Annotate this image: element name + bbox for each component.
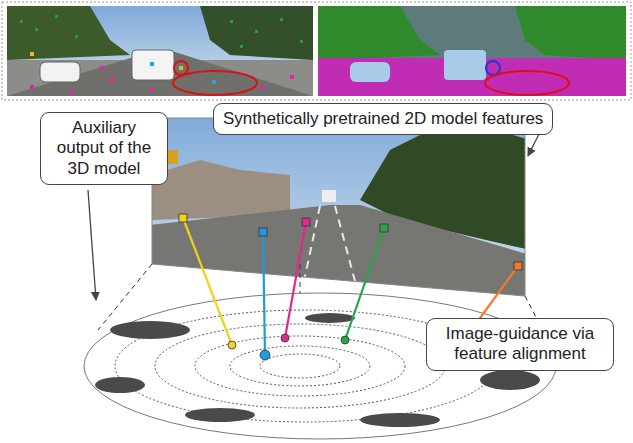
segmentation-image [318,6,626,96]
alignment-callout: Image-guidance via feature alignment [426,318,614,371]
callout-text: Auxiliary output of the 3D model [50,118,158,179]
callout-text: Image-guidance via feature alignment [436,324,604,365]
lidar-photo [7,6,313,96]
output-callout: Auxiliary output of the 3D model [40,112,168,185]
feature-callout: Synthetically pretrained 2D model featur… [213,103,553,135]
callout-text: Synthetically pretrained 2D model featur… [223,109,543,129]
camera-photo [150,110,530,300]
panel-frame [2,2,631,100]
